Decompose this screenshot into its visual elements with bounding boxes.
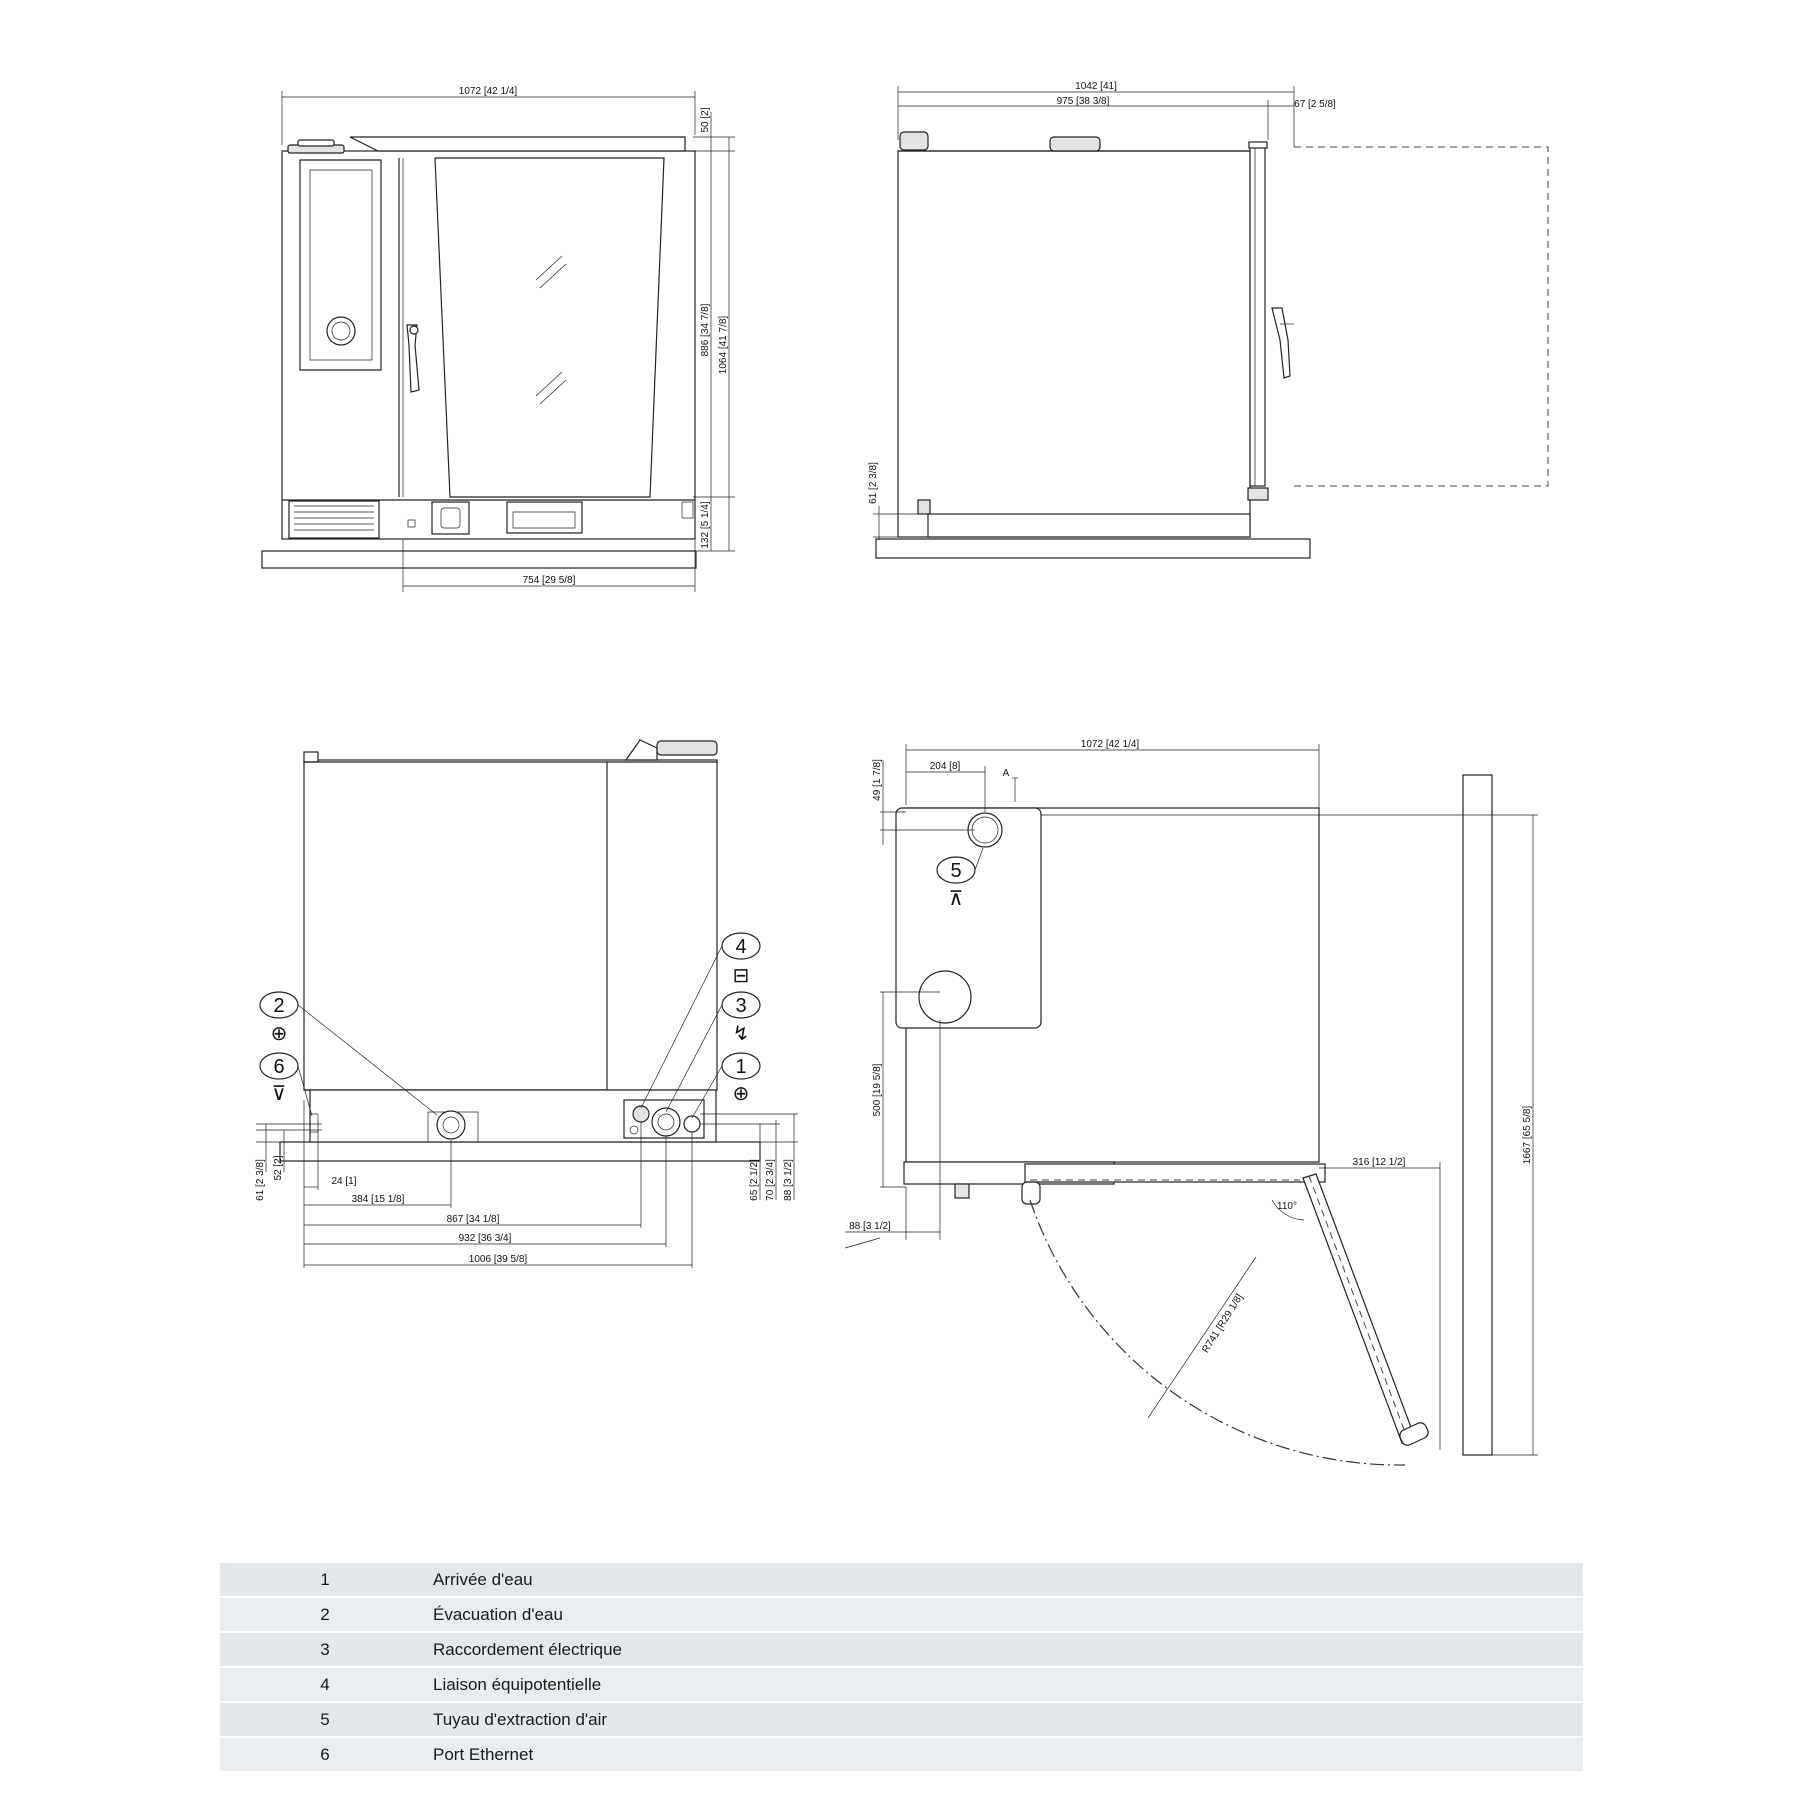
legend-label: Raccordement électrique: [433, 1639, 622, 1659]
svg-text:⊕: ⊕: [271, 1023, 288, 1045]
dim-500: 500 [19 5/8]: [872, 1063, 883, 1116]
floor-hatch-side: [875, 538, 1311, 559]
rear-body: [303, 759, 718, 1091]
side-feet-dimension: 61 [2 3/8]: [868, 462, 879, 504]
front-width-dimension: 1072 [42 1/4]: [459, 86, 518, 97]
marker-a: A: [1003, 768, 1010, 779]
legend-label: Liaison équipotentielle: [433, 1674, 602, 1694]
dim-61: 61 [2 3/8]: [255, 1159, 266, 1201]
legend-row: 2 Évacuation d'eau: [220, 1596, 1583, 1631]
dim-316: 316 [12 1/2]: [1353, 1157, 1406, 1168]
front-top-dimension: 50 [2]: [700, 107, 711, 132]
svg-text:⊟: ⊟: [733, 965, 750, 987]
electrical-connection: [651, 1107, 681, 1137]
svg-text:↯: ↯: [733, 1023, 750, 1045]
callout-3: 3 ↯: [665, 991, 761, 1113]
legend-number: 3: [320, 1639, 330, 1659]
svg-text:2: 2: [273, 995, 284, 1017]
dim-88: 88 [3 1/2]: [783, 1159, 794, 1201]
door-open-outline: [1294, 146, 1549, 487]
legend-number: 2: [320, 1604, 330, 1624]
side-view: 1042 [41] 975 [38 3/8] 67 [2 5/8] 61 [2 …: [868, 81, 1549, 559]
legend-row: 3 Raccordement électrique: [220, 1631, 1583, 1666]
front-foot-dimension: 132 [5 1/4]: [700, 501, 711, 548]
svg-text:3: 3: [735, 995, 746, 1017]
door-swing-arc: [1029, 1199, 1406, 1466]
side-width-a-dimension: 1042 [41]: [1075, 81, 1117, 92]
door-window: [434, 157, 665, 498]
legend-number: 6: [320, 1744, 330, 1764]
legend-number: 5: [320, 1709, 330, 1729]
technical-drawing: 1072 [42 1/4] 50 [2] 886 [34 7/8] 1064 […: [255, 81, 1549, 1466]
front-view: 1072 [42 1/4] 50 [2] 886 [34 7/8] 1064 […: [261, 86, 735, 592]
front-height-a-dimension: 886 [34 7/8]: [700, 303, 711, 356]
control-knob-icon: [326, 316, 356, 346]
dim-24: 24 [1]: [331, 1176, 356, 1187]
dim-384: 384 [15 1/8]: [352, 1194, 405, 1205]
svg-text:5: 5: [950, 860, 961, 882]
dim-204: 204 [8]: [930, 761, 961, 772]
water-drain-outlet: [436, 1110, 466, 1140]
control-zone: [895, 807, 1042, 1029]
connections-view: 2 ⊕ 6 ⊽ 4 ⊟ 3 ↯ 1 ⊕: [255, 739, 798, 1268]
wall-hatch: [1462, 774, 1493, 1456]
ethernet-port: [632, 1105, 650, 1123]
callout-6: 4 ⊟: [640, 932, 761, 1109]
legend-label: Évacuation d'eau: [433, 1604, 563, 1624]
legend-label: Tuyau d'extraction d'air: [433, 1709, 608, 1729]
side-handle-dimension: 67 [2 5/8]: [1294, 99, 1336, 110]
dim-49: 49 [1 7/8]: [872, 759, 883, 801]
callout-2: 2 ⊕: [259, 991, 438, 1116]
plan-view: R741 [R29 1/8] 110° 5 ⊼ 1072 [42 1/4] 20…: [844, 739, 1538, 1466]
legend-row: 1 Arrivée d'eau: [220, 1563, 1583, 1596]
side-body: [897, 150, 1251, 538]
water-inlet: [683, 1115, 701, 1133]
svg-text:1: 1: [735, 1056, 746, 1078]
control-knob-top: [918, 970, 972, 1024]
legend-row: 6 Port Ethernet: [220, 1736, 1583, 1771]
svg-text:⊕: ⊕: [733, 1083, 750, 1105]
legend-label: Port Ethernet: [433, 1744, 534, 1764]
side-handle: [1271, 307, 1291, 379]
control-panel: [299, 159, 382, 371]
dim-867: 867 [34 1/8]: [447, 1214, 500, 1225]
dim-932: 932 [36 3/4]: [459, 1233, 512, 1244]
dim-70: 70 [2 3/4]: [765, 1159, 776, 1201]
floor-hatch: [261, 550, 697, 569]
legend-row: 4 Liaison équipotentielle: [220, 1666, 1583, 1701]
plan-dim-88: 88 [3 1/2]: [849, 1221, 891, 1232]
plan-width-dimension: 1072 [42 1/4]: [1081, 739, 1140, 750]
dim-52: 52 [2]: [273, 1155, 284, 1180]
svg-text:6: 6: [273, 1056, 284, 1078]
callout-4: 6 ⊽: [259, 1052, 313, 1117]
side-width-b-dimension: 975 [38 3/8]: [1057, 96, 1110, 107]
dim-1006: 1006 [39 5/8]: [469, 1254, 528, 1265]
radius-label: R741 [R29 1/8]: [1200, 1292, 1245, 1355]
legend-row: 5 Tuyau d'extraction d'air: [220, 1701, 1583, 1736]
legend-label: Arrivée d'eau: [433, 1569, 533, 1589]
callout-1: 1 ⊕: [691, 1052, 761, 1119]
legend-number: 1: [320, 1569, 330, 1589]
callout-5: 5 ⊼: [936, 847, 984, 910]
svg-text:⊽: ⊽: [272, 1083, 287, 1105]
legend-table: 1 Arrivée d'eau 2 Évacuation d'eau 3 Rac…: [220, 1563, 1583, 1771]
svg-text:⊼: ⊼: [949, 888, 964, 910]
front-bottom-dimension: 754 [29 5/8]: [523, 575, 576, 586]
angle-label: 110°: [1277, 1201, 1297, 1212]
front-height-b-dimension: 1064 [41 7/8]: [718, 316, 729, 375]
legend-number: 4: [320, 1674, 330, 1694]
door-opened: [1302, 1173, 1416, 1444]
dim-65: 65 [2 1/2]: [749, 1159, 760, 1201]
dim-1667: 1667 [65 5/8]: [1522, 1106, 1533, 1165]
door-handle: [406, 324, 420, 393]
svg-text:4: 4: [735, 936, 746, 958]
